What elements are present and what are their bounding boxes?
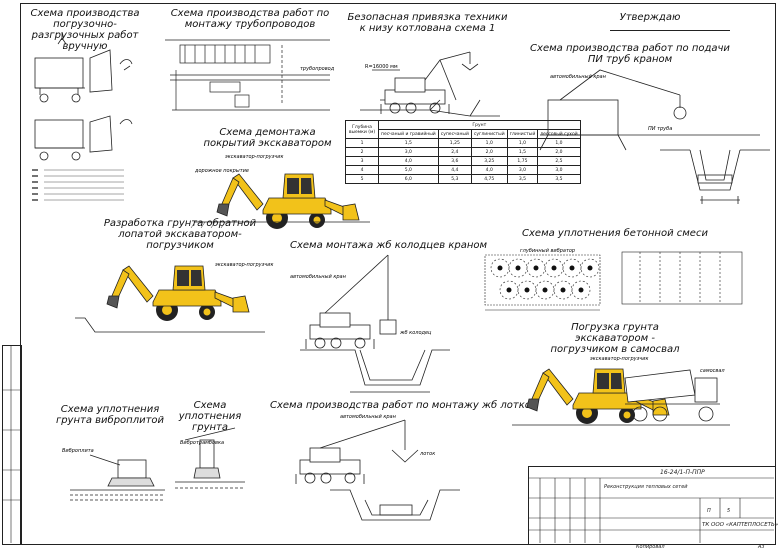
pi-pipe-label: ПИ труба	[648, 126, 672, 132]
concrete-compaction-diagram	[484, 251, 743, 311]
excavator-loader-label: экскаватор-погрузчик	[225, 154, 284, 160]
title-concrete-compaction: Схема уплотнения бетонной смеси	[522, 228, 708, 239]
stamp-copied: Копировал	[636, 544, 665, 550]
pit-binding-diagram	[360, 51, 500, 117]
vibroplate-label: Виброплита	[62, 448, 94, 454]
vibroplate-diagram	[70, 454, 165, 501]
title-wells-crane: Схема монтажа жб колодцев краном	[290, 240, 488, 251]
stamp-sheet: 5	[727, 508, 731, 514]
title-dismantle: Схема демонтажа покрытий экскаватором	[203, 127, 332, 149]
title-vibro-compaction: Схема уплотнения грунта виброплитой	[55, 404, 165, 426]
wells-crane-diagram	[300, 254, 450, 393]
excavator-loader-label-3: экскаватор-погрузчик	[590, 356, 649, 362]
autocrane-label-3: автомобильный кран	[340, 414, 397, 420]
left-margin-grid	[2, 345, 20, 543]
backfill-loader-diagram	[75, 265, 265, 333]
title-pi-pipes-crane: Схема производства работ по подачи ПИ тр…	[530, 43, 730, 65]
manual-loading-diagram	[32, 32, 133, 201]
title-manual-loading: Схема производства погрузочно-разгрузочн…	[30, 8, 140, 52]
well-label: жб колодец	[399, 330, 432, 336]
approve-signature-line	[610, 30, 730, 31]
title-pipeline: Схема производства работ по монтажу труб…	[170, 8, 330, 30]
pipeline-diagram	[165, 39, 330, 111]
rammer-label: Вибротрамбовка	[180, 440, 224, 446]
stamp-stage: П	[707, 508, 711, 514]
trays-diagram	[295, 419, 460, 521]
slope-table: Глубина выемки (м) Грунт песчаный и грав…	[345, 120, 581, 184]
pi-pipes-crane-diagram	[539, 69, 770, 204]
autocrane-label-2: автомобильный кран	[290, 274, 347, 280]
title-pit-binding: Безопасная привязка техники к низу котло…	[347, 12, 508, 34]
pipe-label: трубопровод	[300, 66, 335, 72]
deep-vibrator-label: глубинный вибратор	[520, 248, 575, 254]
stamp-company: ТК ООО «КАПТЕПЛОСЕТЬ»	[702, 522, 779, 528]
title-approve: Утверждаю	[619, 12, 681, 23]
title-soil-loading: Погрузка грунта экскаватором - погрузчик…	[550, 322, 680, 355]
drawing-frame	[20, 3, 776, 545]
title-trays: Схема производства работ по монтажу жб л…	[270, 400, 537, 411]
tray-label: лоток	[419, 451, 435, 457]
stamp-desc: Реконструкция тепловых сетей	[604, 484, 688, 490]
dismantle-diagram	[190, 173, 370, 230]
stamp-format: А3	[758, 544, 765, 550]
asphalt-label: дорожное покрытие	[194, 168, 249, 174]
title-soil-compaction: Схема уплотнения грунта	[178, 400, 242, 433]
dump-truck-label: самосвал	[700, 368, 725, 374]
excavator-loader-label-2: экскаватор-погрузчик	[215, 262, 274, 268]
title-backfill-loader: Разработка грунта обратной лопатой экска…	[103, 218, 257, 251]
soil-loading-diagram	[512, 368, 730, 426]
stamp-code: 16-24/1-П-ППР	[660, 469, 705, 476]
autocrane-label: автомобильный кран	[550, 74, 607, 80]
rammer-diagram	[175, 427, 245, 489]
title-block	[528, 466, 776, 545]
left-margin-strip	[2, 345, 22, 545]
crane-radius-label: R=16000 мм	[365, 64, 398, 70]
